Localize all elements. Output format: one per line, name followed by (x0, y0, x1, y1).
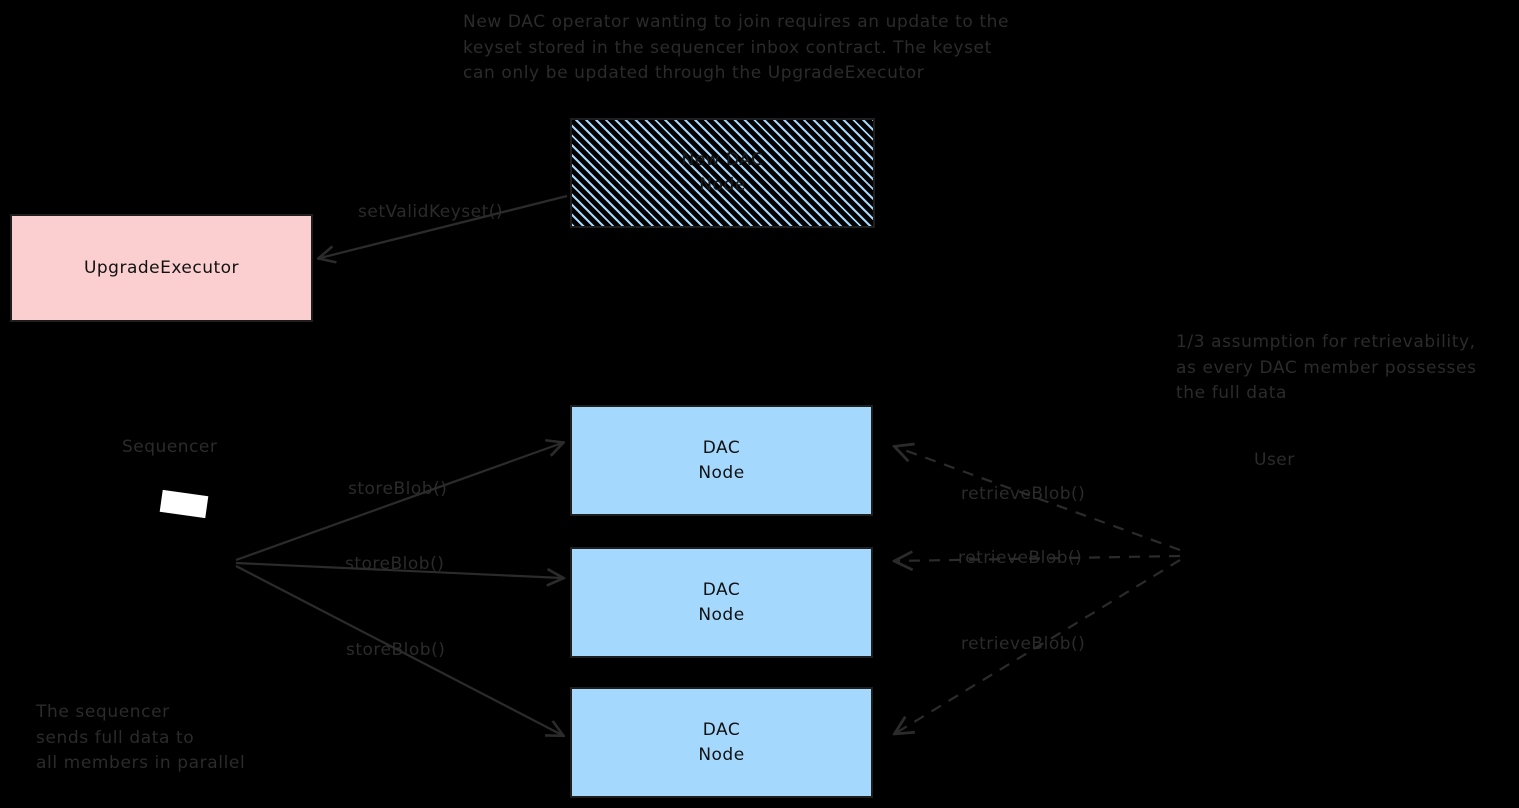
actor-user-label: User (1254, 450, 1295, 470)
box-upgrade-executor-label: UpgradeExecutor (83, 257, 240, 278)
edge-store-blob-1 (235, 443, 562, 562)
edge-label-set-valid-keyset: setValidKeyset() (358, 202, 504, 222)
note-right: 1/3 assumption for retrievability, as ev… (1176, 332, 1477, 403)
edge-label-store-blob-1: storeBlob() (348, 479, 448, 499)
box-dac-node-1-label: DAC Node (698, 437, 745, 483)
actor-sequencer-label: Sequencer (122, 437, 218, 457)
edge-label-store-blob-3: storeBlob() (346, 640, 446, 660)
box-dac-node-1[interactable]: DAC Node (570, 405, 873, 516)
sequencer-icon (159, 489, 209, 519)
box-dac-node-2-label: DAC Node (698, 579, 745, 625)
box-upgrade-executor[interactable]: UpgradeExecutor (10, 214, 313, 322)
box-new-dac-node-label: New DAC Node (681, 150, 764, 195)
box-dac-node-3-label: DAC Node (698, 719, 745, 765)
edge-label-retrieve-blob-1: retrieveBlob() (961, 484, 1086, 504)
note-top: New DAC operator wanting to join require… (463, 12, 1010, 83)
box-new-dac-node[interactable]: New DAC Node (570, 118, 875, 228)
edge-label-retrieve-blob-2: retrieveBlob() (958, 548, 1083, 568)
box-dac-node-3[interactable]: DAC Node (570, 687, 873, 798)
edge-label-store-blob-2: storeBlob() (345, 554, 445, 574)
note-bottom-left: The sequencer sends full data to all mem… (36, 702, 246, 773)
box-dac-node-2[interactable]: DAC Node (570, 547, 873, 658)
edge-label-retrieve-blob-3: retrieveBlob() (961, 634, 1086, 654)
